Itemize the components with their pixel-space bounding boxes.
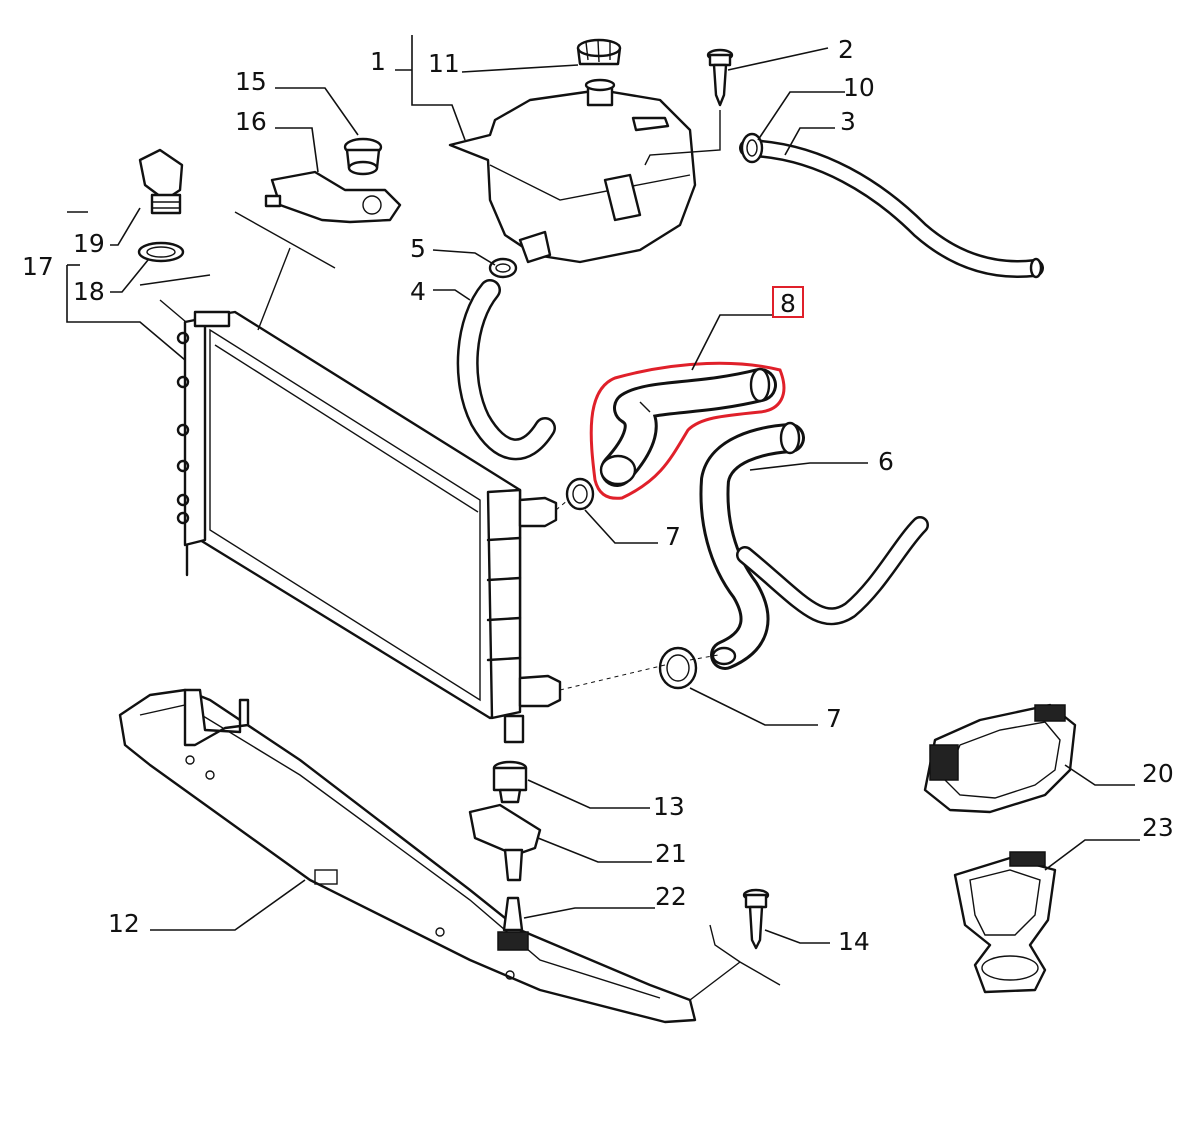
leader-lines [66, 35, 1140, 1001]
label-6: 6 [878, 447, 894, 476]
sensor-22 [497, 896, 529, 951]
screw-14 [742, 888, 770, 950]
seal-ring-18 [137, 241, 185, 263]
label-20: 20 [1142, 759, 1174, 788]
label-4: 4 [410, 277, 426, 306]
label-23: 23 [1142, 813, 1174, 842]
label-7-lower: 7 [826, 704, 842, 733]
tank-cap [576, 38, 622, 66]
label-13: 13 [653, 792, 685, 821]
label-8-box [772, 286, 804, 318]
label-1: 1 [370, 47, 386, 76]
sensor-21 [468, 803, 542, 882]
label-10: 10 [843, 73, 875, 102]
label-19: 19 [73, 229, 105, 258]
label-18: 18 [73, 277, 105, 306]
grommet-15 [343, 137, 383, 176]
label-16: 16 [235, 107, 267, 136]
clamp-23 [953, 851, 1057, 994]
clamp-20 [923, 703, 1077, 814]
clamp-5 [488, 257, 518, 279]
hose-3 [739, 139, 1044, 279]
label-17: 17 [22, 252, 54, 281]
hose-4 [456, 279, 556, 461]
label-21: 21 [655, 839, 687, 868]
lower-crossmember [118, 688, 697, 1024]
label-22: 22 [655, 882, 687, 911]
drain-plug-19 [138, 148, 184, 215]
label-14: 14 [838, 927, 870, 956]
hose-8-highlight [589, 361, 786, 500]
label-15: 15 [235, 67, 267, 96]
radiator [159, 299, 562, 744]
screw-2 [706, 48, 734, 107]
hose-6 [699, 421, 929, 670]
expansion-tank [448, 78, 697, 264]
hose-8 [589, 361, 786, 500]
part-labels: 1 11 2 10 3 15 16 19 17 18 5 4 8 6 7 7 2… [22, 35, 1174, 956]
clamp-7-upper [565, 477, 595, 511]
label-3: 3 [840, 107, 856, 136]
label-5: 5 [410, 234, 426, 263]
label-8: 8 [780, 289, 796, 318]
plug-13 [492, 760, 528, 804]
bracket-16 [264, 170, 402, 224]
label-11: 11 [428, 49, 460, 78]
label-12: 12 [108, 909, 140, 938]
clamp-7-lower [658, 646, 698, 690]
clamp-10 [740, 132, 764, 164]
label-2: 2 [838, 35, 854, 64]
label-7-upper: 7 [665, 522, 681, 551]
